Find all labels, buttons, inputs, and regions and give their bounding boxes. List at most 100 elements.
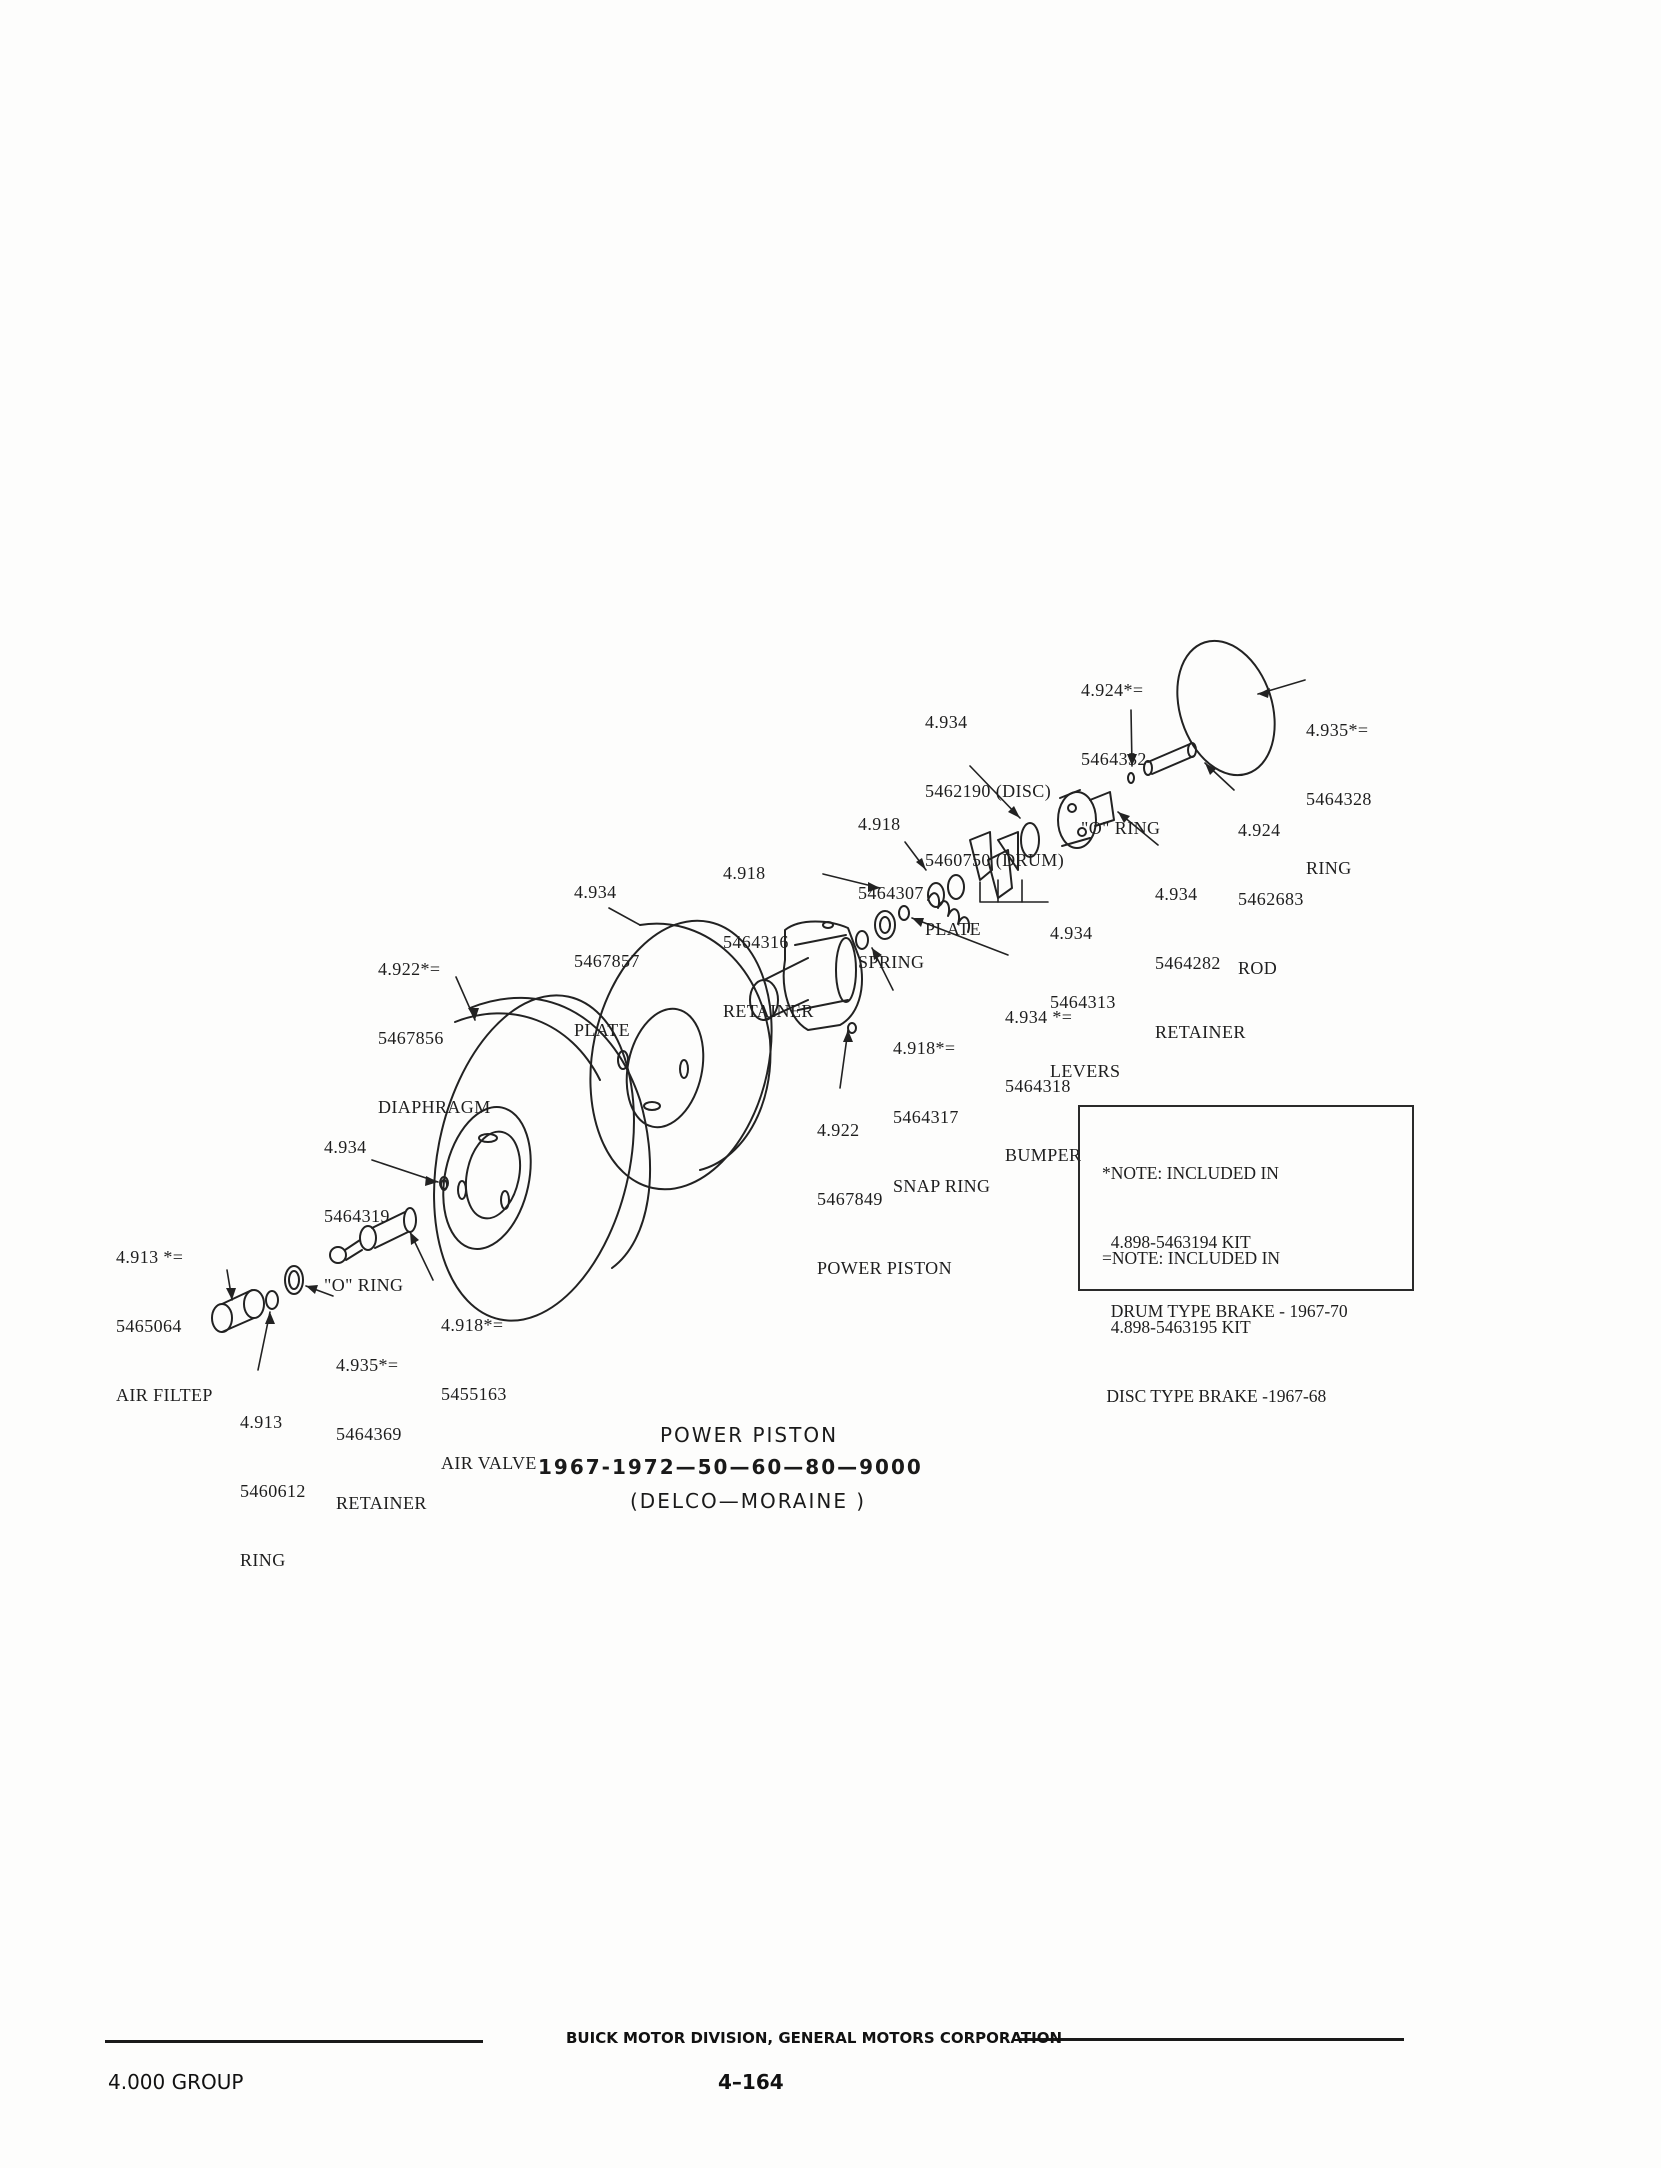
label-levers: 4.934 5464313 LEVERS bbox=[1050, 876, 1120, 1129]
label-line: AIR VALVE bbox=[441, 1453, 537, 1473]
snap-ring-part bbox=[855, 930, 869, 950]
large-ring-part bbox=[1176, 639, 1276, 777]
label-ring-612: 4.913 5460612 RING bbox=[240, 1365, 306, 1618]
o-ring-air-part bbox=[440, 1179, 448, 1191]
diagram-maker: (DELCO—MORAINE ) bbox=[630, 1489, 867, 1513]
label-line: 4.922*= bbox=[378, 959, 441, 979]
label-bumper: 4.934 *= 5464318 BUMPER bbox=[1005, 960, 1081, 1213]
label-retainer-369: 4.935*= 5464369 RETAINER bbox=[336, 1308, 427, 1561]
label-o-ring-319: 4.934 5464319 "O" RING bbox=[324, 1090, 403, 1343]
label-line: DIAPHRAGM bbox=[378, 1097, 491, 1117]
o-ring-small-part bbox=[1127, 772, 1135, 784]
footer-rule-right bbox=[1018, 2038, 1404, 2041]
note-drum-kit: *NOTE: INCLUDED IN 4.898-5463194 KIT DRU… bbox=[1102, 1116, 1348, 1369]
label-line: 5465064 bbox=[116, 1316, 182, 1336]
label-line: 5462683 bbox=[1238, 889, 1304, 909]
label-line: 5460612 bbox=[240, 1481, 306, 1501]
diagram-years: 1967-1972—50—60—80—9000 bbox=[538, 1455, 923, 1479]
label-line: 4.913 bbox=[240, 1412, 283, 1432]
retainer-ring-part bbox=[874, 910, 896, 940]
label-o-ring-924: 4.924*= 5464332 "O" RING bbox=[1081, 633, 1160, 886]
note-line: 4.898-5463195 KIT bbox=[1102, 1317, 1251, 1337]
label-line: 4.935*= bbox=[1306, 720, 1369, 740]
label-snap-ring: 4.918*= 5464317 SNAP RING bbox=[893, 991, 990, 1244]
levers-part bbox=[969, 831, 1019, 899]
label-line: PLATE bbox=[925, 919, 981, 939]
label-retainer-418: 4.918 5464316 RETAINER bbox=[723, 816, 814, 1069]
filter-ring-part bbox=[265, 1290, 279, 1310]
label-line: 5462190 (DISC) bbox=[925, 781, 1052, 801]
label-line: 5460750 (DRUM) bbox=[925, 850, 1065, 870]
label-line: 5464307 bbox=[858, 883, 924, 903]
label-line: 5464319 bbox=[324, 1206, 390, 1226]
label-line: 5464328 bbox=[1306, 789, 1372, 809]
label-line: RING bbox=[240, 1550, 286, 1570]
label-line: RETAINER bbox=[336, 1493, 427, 1513]
label-line: BUMPER bbox=[1005, 1145, 1082, 1165]
label-power-piston: 4.922 5467849 POWER PISTON bbox=[817, 1073, 952, 1326]
label-line: 5464369 bbox=[336, 1424, 402, 1444]
arrowheads bbox=[226, 688, 1270, 1324]
label-line: 5464318 bbox=[1005, 1076, 1071, 1096]
rod-retainer-part bbox=[1057, 789, 1115, 849]
label-line: 4.922 bbox=[817, 1120, 860, 1140]
power-piston-part bbox=[749, 920, 863, 1034]
footer-group: 4.000 GROUP bbox=[108, 2070, 244, 2094]
label-line: 4.934 bbox=[574, 882, 617, 902]
small-plate-part bbox=[1020, 822, 1040, 858]
label-line: 5467857 bbox=[574, 951, 640, 971]
label-retainer-934: 4.934 5464282 RETAINER bbox=[1155, 837, 1246, 1090]
label-rod: 4.924 5462683 ROD bbox=[1238, 773, 1304, 1026]
note-line: DRUM TYPE BRAKE - 1967-70 bbox=[1102, 1301, 1348, 1321]
label-line: ROD bbox=[1238, 958, 1278, 978]
footer-rule-left bbox=[105, 2040, 483, 2043]
label-ring-935: 4.935*= 5464328 RING bbox=[1306, 673, 1372, 926]
spring-part bbox=[927, 874, 970, 933]
label-line: 4.934 *= bbox=[1005, 1007, 1073, 1027]
note-line: *NOTE: INCLUDED IN bbox=[1102, 1163, 1279, 1183]
label-line: AIR FILTEP bbox=[116, 1385, 213, 1405]
label-line: 5467849 bbox=[817, 1189, 883, 1209]
label-air-filter: 4.913 *= 5465064 AIR FILTEP bbox=[116, 1200, 213, 1453]
label-spring: 4.918 5464307 SPRING bbox=[858, 767, 924, 1020]
label-line: 4.913 *= bbox=[116, 1247, 184, 1267]
label-line: 5467856 bbox=[378, 1028, 444, 1048]
label-line: 4.924*= bbox=[1081, 680, 1144, 700]
label-line: 4.934 bbox=[1155, 884, 1198, 904]
label-line: 5455163 bbox=[441, 1384, 507, 1404]
diagram-title: POWER PISTON bbox=[660, 1423, 839, 1447]
label-line: SNAP RING bbox=[893, 1176, 991, 1196]
footer-page-number: 4–164 bbox=[718, 2070, 784, 2094]
label-diaphragm: 4.922*= 5467856 DIAPHRAGM bbox=[378, 912, 491, 1165]
label-line: LEVERS bbox=[1050, 1061, 1121, 1081]
label-line: SPRING bbox=[858, 952, 925, 972]
label-plate-disc-drum: 4.934 5462190 (DISC) 5460750 (DRUM) PLAT… bbox=[925, 665, 1064, 987]
large-plate-part bbox=[589, 919, 773, 1191]
note-line: 4.898-5463194 KIT bbox=[1102, 1232, 1251, 1252]
label-line: 4.918*= bbox=[441, 1315, 504, 1335]
note-disc-kit: =NOTE: INCLUDED IN 4.898-5463195 KIT DIS… bbox=[1102, 1201, 1326, 1454]
label-plate-large: 4.934 5467857 PLATE bbox=[574, 835, 640, 1088]
label-line: 4.934 bbox=[1050, 923, 1093, 943]
footer-division: BUICK MOTOR DIVISION, GENERAL MOTORS COR… bbox=[566, 2029, 1063, 2047]
label-line: RING bbox=[1306, 858, 1352, 878]
label-line: 4.924 bbox=[1238, 820, 1281, 840]
label-line: 5464332 bbox=[1081, 749, 1147, 769]
bumper-part bbox=[898, 905, 910, 921]
label-line: 5464316 bbox=[723, 932, 789, 952]
label-line: 4.918 bbox=[723, 863, 766, 883]
note-line: DISC TYPE BRAKE -1967-68 bbox=[1102, 1386, 1327, 1406]
note-line: =NOTE: INCLUDED IN bbox=[1102, 1248, 1281, 1268]
label-line: 5464282 bbox=[1155, 953, 1221, 973]
label-line: 4.918*= bbox=[893, 1038, 956, 1058]
label-line: 5464317 bbox=[893, 1107, 959, 1127]
air-retainer-part bbox=[284, 1265, 304, 1295]
label-line: 4.918 bbox=[858, 814, 901, 834]
label-line: 4.934 bbox=[324, 1137, 367, 1157]
label-line: PLATE bbox=[574, 1020, 630, 1040]
label-line: "O" RING bbox=[1081, 818, 1161, 838]
label-line: 5464313 bbox=[1050, 992, 1116, 1012]
label-line: RETAINER bbox=[723, 1001, 814, 1021]
